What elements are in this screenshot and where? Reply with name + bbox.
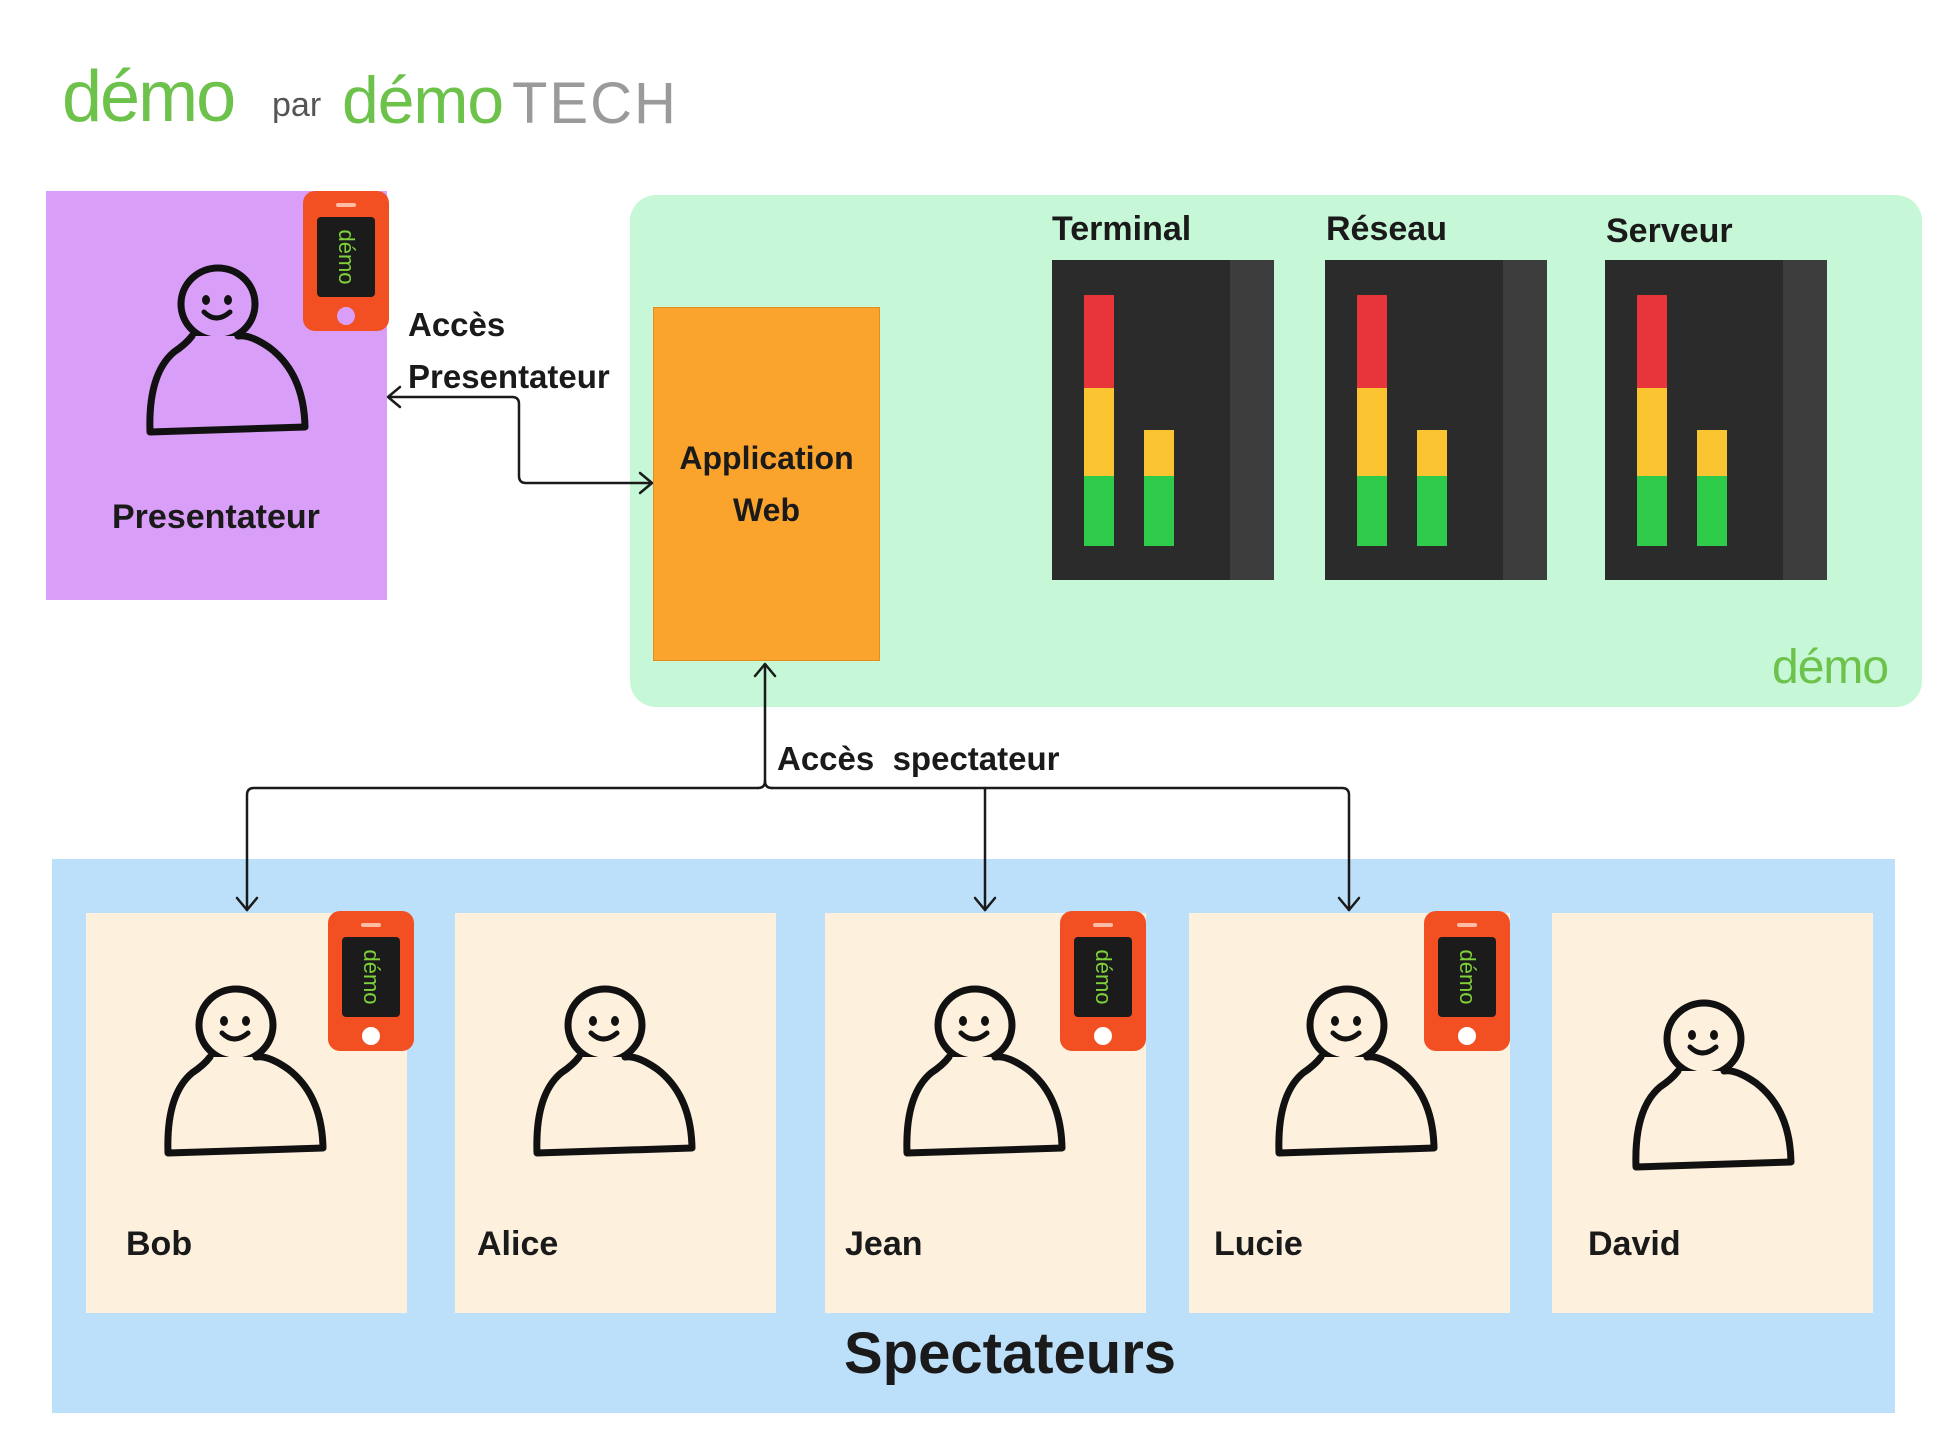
demotech-logo-part2: TECH bbox=[512, 71, 678, 136]
spectator-card: Lucie bbox=[1189, 913, 1510, 1313]
presenter-access-label-line1: Accès bbox=[408, 306, 506, 343]
monitor-meter-terminal bbox=[1052, 260, 1274, 580]
presenter-label: Presentateur bbox=[112, 498, 320, 536]
spectator-phone-icon: démo bbox=[1424, 911, 1510, 1051]
web-app-label-line2: Web bbox=[733, 492, 800, 528]
spectator-name: Lucie bbox=[1214, 1225, 1303, 1263]
server-panel-logo: démo bbox=[1772, 641, 1889, 694]
audience-title: Spectateurs bbox=[844, 1321, 1177, 1386]
monitor-label-serveur: Serveur bbox=[1606, 212, 1733, 250]
monitor-meter-serveur bbox=[1605, 260, 1827, 580]
logo-separator: par bbox=[272, 86, 322, 124]
monitor-label-terminal: Terminal bbox=[1052, 210, 1192, 248]
web-app-label-line1: Application bbox=[679, 440, 854, 476]
demotech-logo-part1: démo bbox=[342, 63, 504, 137]
phone-logo: démo bbox=[1091, 949, 1116, 1005]
person-icon bbox=[1632, 999, 1795, 1171]
spectator-access-label: Accès spectateur bbox=[777, 740, 1060, 777]
spectator-name: David bbox=[1588, 1225, 1681, 1263]
web-application-box: Application Web bbox=[653, 307, 880, 661]
person-icon bbox=[1275, 985, 1438, 1157]
spectator-name: Jean bbox=[845, 1225, 923, 1263]
header-logos: démo par démo TECH bbox=[62, 46, 676, 156]
presenter-phone-icon: démo bbox=[303, 191, 389, 331]
spectator-card: Alice bbox=[455, 913, 776, 1313]
phone-logo: démo bbox=[1455, 949, 1480, 1005]
spectator-card: David bbox=[1552, 913, 1873, 1313]
spectator-name: Bob bbox=[126, 1225, 193, 1263]
person-icon bbox=[164, 985, 327, 1157]
spectator-phone-icon: démo bbox=[1060, 911, 1146, 1051]
monitor-label-reseau: Réseau bbox=[1326, 210, 1447, 248]
person-icon bbox=[533, 985, 696, 1157]
presenter-person-icon bbox=[146, 264, 309, 436]
monitor-meter-reseau bbox=[1325, 260, 1547, 580]
person-icon bbox=[903, 985, 1066, 1157]
spectator-phone-icon: démo bbox=[328, 911, 414, 1051]
spectator-name: Alice bbox=[477, 1225, 559, 1263]
presenter-access-label-line2: Presentateur bbox=[408, 358, 610, 395]
demo-logo: démo bbox=[62, 57, 236, 137]
phone-logo: démo bbox=[359, 949, 384, 1005]
